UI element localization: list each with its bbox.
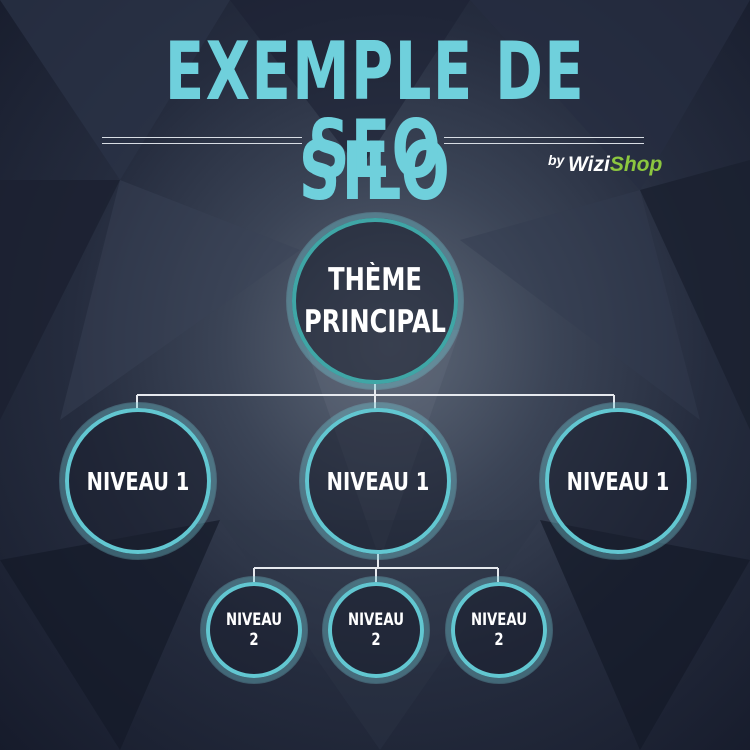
node-level1-right: NIVEAU 1 [545, 408, 691, 554]
node-level2-center: NIVEAU 2 [328, 582, 424, 678]
node-level1-center: NIVEAU 1 [305, 408, 451, 554]
node-level1-center-label: NIVEAU 1 [326, 466, 430, 496]
title-rule-right-top [444, 137, 644, 138]
node-level1-left: NIVEAU 1 [65, 408, 211, 554]
wizishop-logo: WiziShop [568, 152, 662, 178]
node-level2-left: NIVEAU 2 [206, 582, 302, 678]
node-level1-right-label: NIVEAU 1 [566, 466, 670, 496]
node-level2-right-label: NIVEAU 2 [471, 610, 527, 650]
node-level2-right: NIVEAU 2 [451, 582, 547, 678]
title-line-1: EXEMPLE DE SILO [164, 25, 586, 218]
byline-prefix: by [548, 152, 565, 168]
title-rule-right-bottom [444, 143, 644, 144]
node-main-theme-label: THÈME PRINCIPAL [304, 262, 446, 340]
title-rule-left-bottom [102, 143, 302, 144]
node-main-theme: THÈME PRINCIPAL [292, 218, 458, 384]
node-level2-center-label: NIVEAU 2 [348, 610, 404, 650]
title-line-2: SEO [307, 103, 443, 196]
brand-name-part1: Wizi [568, 153, 610, 176]
node-level2-left-label: NIVEAU 2 [226, 610, 282, 650]
title-rule-left-top [102, 137, 302, 138]
node-level1-left-label: NIVEAU 1 [86, 466, 190, 496]
brand-name-part2: Shop [609, 153, 663, 176]
